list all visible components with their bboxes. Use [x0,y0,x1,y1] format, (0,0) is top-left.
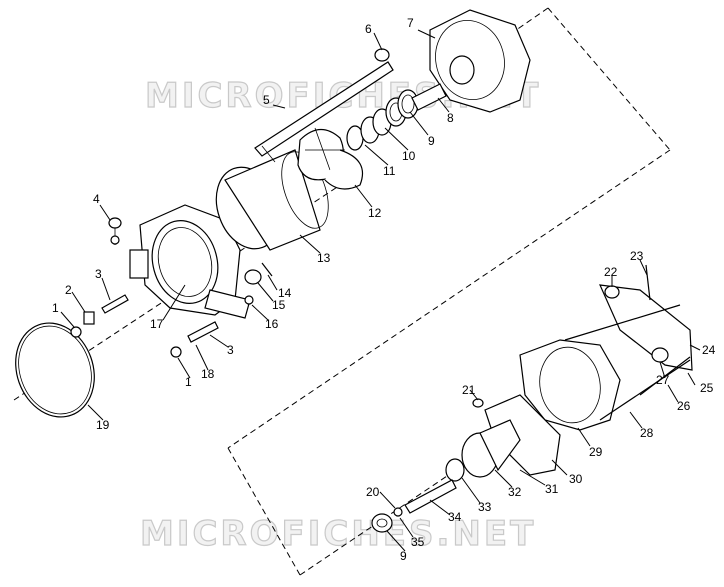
callout-10: 10 [402,149,416,163]
callout-35: 35 [411,535,425,549]
callout-21: 21 [462,383,476,397]
callout-23: 23 [630,249,644,263]
callout-22: 22 [604,265,618,279]
callout-4: 4 [93,192,100,206]
callout-9-top: 9 [428,134,435,148]
callout-5: 5 [263,93,270,107]
drain-plug-part [108,217,122,245]
callout-9-bottom: 9 [400,549,407,563]
bearing-housing-part [429,9,531,113]
steering-housing-part [519,339,621,431]
callout-17: 17 [150,317,164,331]
callout-13: 13 [317,251,331,265]
callout-33: 33 [478,500,492,514]
fasteners-14-16 [244,262,273,305]
sleeve-part [411,83,447,111]
nozzle-frame-part [564,264,693,421]
callout-27: 27 [656,373,670,387]
callout-11: 11 [383,164,396,178]
impeller-part [297,127,364,190]
callout-3-upper: 3 [95,267,102,281]
callout-26: 26 [677,399,691,413]
liner-part [215,149,329,251]
callout-28: 28 [640,426,654,440]
callout-16: 16 [265,317,279,331]
callout-12: 12 [368,206,382,220]
small-hardware-left [70,294,219,358]
callout-1-upper: 1 [52,301,59,315]
callout-1-lower: 1 [185,375,192,389]
callout-14: 14 [278,286,292,300]
callout-15: 15 [272,298,286,312]
callout-2: 2 [65,283,72,297]
wear-ring-part [15,322,95,418]
callout-29: 29 [589,445,603,459]
callout-8: 8 [447,111,454,125]
callout-30: 30 [569,472,583,486]
callout-18: 18 [201,367,215,381]
output-shaft-part [371,479,457,533]
callout-6: 6 [365,22,372,36]
callout-24: 24 [702,343,716,357]
callout-32: 32 [508,485,522,499]
coupler-part [445,419,521,482]
callout-25: 25 [700,381,714,395]
callout-31: 31 [545,482,559,496]
callout-7: 7 [407,16,414,30]
callout-20: 20 [366,485,380,499]
callout-3-lower: 3 [227,343,234,357]
pump-housing-part [129,204,251,319]
callout-19: 19 [96,418,110,432]
drive-shaft-part [254,61,394,163]
o-ring-part [374,48,390,62]
callout-34: 34 [448,510,462,524]
leader-lines [60,29,701,552]
callout-labels: 5 6 7 8 9 10 11 12 13 4 14 15 16 17 3 18… [52,16,716,563]
watermark-bottom: MICROFICHES.NET [140,514,536,554]
